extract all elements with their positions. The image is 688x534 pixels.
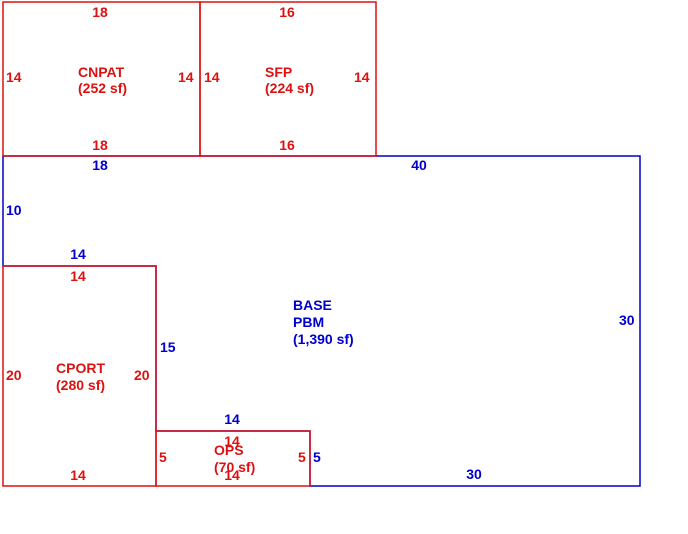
cport-area: (280 sf) bbox=[56, 377, 105, 393]
base-ops-side-dim: 5 bbox=[313, 449, 321, 465]
ops-top-dim: 14 bbox=[224, 433, 240, 449]
ops-left-dim: 5 bbox=[159, 449, 167, 465]
base-right-dim: 30 bbox=[619, 312, 635, 328]
sfp-name: SFP bbox=[265, 64, 292, 80]
sfp-left-dim: 14 bbox=[204, 69, 220, 85]
base-name: BASE bbox=[293, 297, 332, 313]
sfp-outline bbox=[199, 1, 377, 157]
ops-right-dim: 5 bbox=[298, 449, 306, 465]
base-name-2: PBM bbox=[293, 314, 324, 330]
cport-top-dim: 14 bbox=[70, 268, 86, 284]
cnpat-right-dim: 14 bbox=[178, 69, 194, 85]
ops-name: OPS bbox=[214, 442, 244, 458]
cnpat-left-dim: 14 bbox=[6, 69, 22, 85]
cport-name: CPORT bbox=[56, 360, 105, 376]
cnpat-top-dim: 18 bbox=[92, 4, 108, 20]
cport-bottom-dim: 14 bbox=[70, 467, 86, 483]
sfp-area: (224 sf) bbox=[265, 80, 314, 96]
ops-bottom-dim: 14 bbox=[224, 467, 240, 483]
cnpat-name: CNPAT bbox=[78, 64, 125, 80]
sfp-bottom-dim: 16 bbox=[279, 137, 295, 153]
cport-outline bbox=[2, 265, 157, 487]
cnpat-area: (252 sf) bbox=[78, 80, 127, 96]
base-top-right-dim: 40 bbox=[411, 157, 427, 173]
sfp-top-dim: 16 bbox=[279, 4, 295, 20]
base-ops-top-dim: 14 bbox=[224, 411, 240, 427]
base-area: (1,390 sf) bbox=[293, 331, 354, 347]
base-left-upper-dim: 10 bbox=[6, 202, 22, 218]
ops-area: (70 sf) bbox=[214, 459, 255, 475]
cport-left-dim: 20 bbox=[6, 367, 22, 383]
cnpat-bottom-dim: 18 bbox=[92, 137, 108, 153]
base-top-left-dim: 18 bbox=[92, 157, 108, 173]
base-notch-top-dim: 14 bbox=[70, 246, 86, 262]
cport-right-dim: 20 bbox=[134, 367, 150, 383]
sfp-right-dim: 14 bbox=[354, 69, 370, 85]
base-bottom-dim: 30 bbox=[466, 466, 482, 482]
base-notch-side-dim: 15 bbox=[160, 339, 176, 355]
ops-outline bbox=[155, 430, 311, 487]
